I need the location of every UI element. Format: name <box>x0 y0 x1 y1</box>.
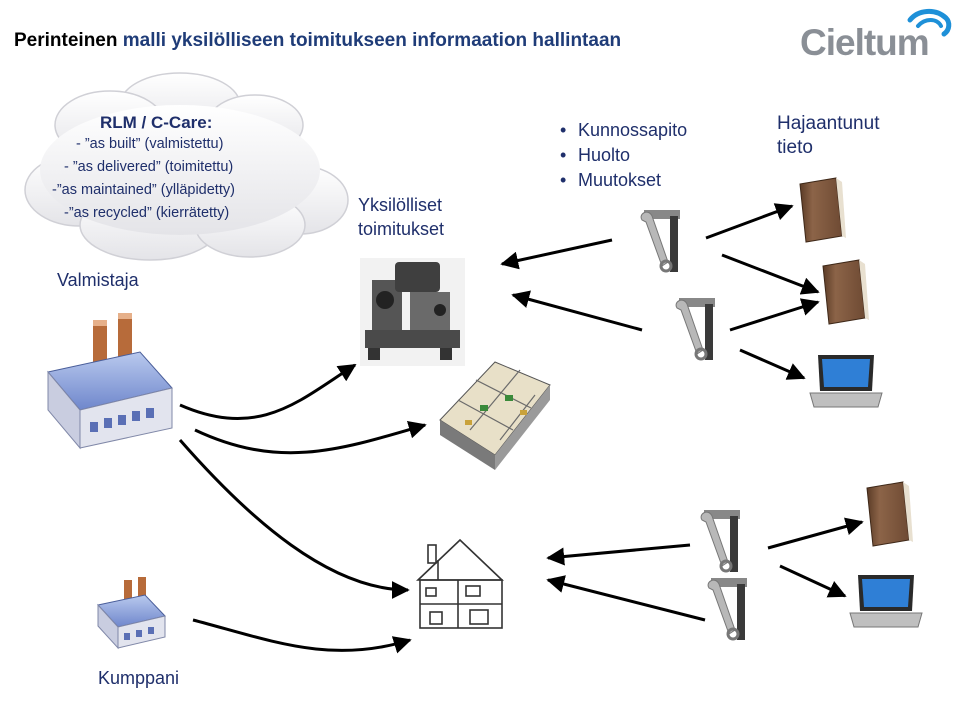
cieltum-logo: Cieltum <box>800 6 955 66</box>
label-valmistaja: Valmistaja <box>57 270 139 290</box>
label-yksilolliset-line1: Yksilölliset <box>358 195 443 215</box>
factory-icon <box>47 313 173 450</box>
maintenance-list: Kunnossapito Huolto Muutokset <box>560 118 687 193</box>
flow-arrows <box>178 203 864 654</box>
title-accent: Perinteinen <box>14 30 118 51</box>
title-rest: malli yksilölliseen toimitukseen informa… <box>122 30 622 51</box>
cloud-line-as-delivered: - ”as delivered” (toimitettu) <box>64 159 234 175</box>
cloud-line-as-maintained: -”as maintained” (ylläpidetty) <box>52 182 235 198</box>
arrow-tool1-machine <box>500 238 613 270</box>
machine-icon <box>360 258 465 366</box>
arrow-tool3-book3 <box>767 517 864 550</box>
arrow-tool1-book1 <box>705 203 794 240</box>
arrow-kumppani-house <box>192 618 412 654</box>
arrow-tool4-house <box>546 575 706 622</box>
house-icon <box>416 538 504 629</box>
small-factory-icon <box>97 577 166 650</box>
label-yksilolliset-line2: toimitukset <box>358 219 445 239</box>
cloud-line-as-built: - ”as built” (valmistettu) <box>76 136 224 152</box>
list-item-muutokset: Muutokset <box>560 168 687 193</box>
list-item-kunnossapito: Kunnossapito <box>560 118 687 143</box>
cloud-shape <box>24 72 349 261</box>
arrow-tool3-laptop2 <box>779 564 847 598</box>
arrow-tool2-laptop1 <box>739 348 806 380</box>
floorplan-icon <box>439 361 551 470</box>
page-title: Perinteinen malli yksilölliseen toimituk… <box>14 30 621 52</box>
arrow-tool2-book2 <box>729 298 820 332</box>
cloud-line-as-recycled: -”as recycled” (kierrätetty) <box>64 205 230 221</box>
arrow-tool3-house <box>546 543 691 566</box>
wrench-hammer-icon <box>640 210 747 641</box>
logo-swoosh-icon <box>907 9 952 37</box>
arrow-factory-machine <box>179 363 357 421</box>
laptop-icon <box>809 355 923 628</box>
book-icon <box>799 177 913 547</box>
list-item-huolto: Huolto <box>560 143 687 168</box>
arrow-factory-house <box>178 439 410 599</box>
label-hajaantunut-line2: tieto <box>777 137 813 158</box>
cloud-title: RLM / C-Care: <box>100 113 213 132</box>
arrow-factory-floorplan <box>194 420 427 455</box>
label-hajaantunut-line1: Hajaantunut <box>777 113 880 134</box>
arrow-tool2-machine <box>511 290 643 332</box>
label-kumppani: Kumppani <box>98 668 180 688</box>
arrow-tool1-book2 <box>721 253 820 295</box>
logo-text: Cieltum <box>800 22 930 63</box>
